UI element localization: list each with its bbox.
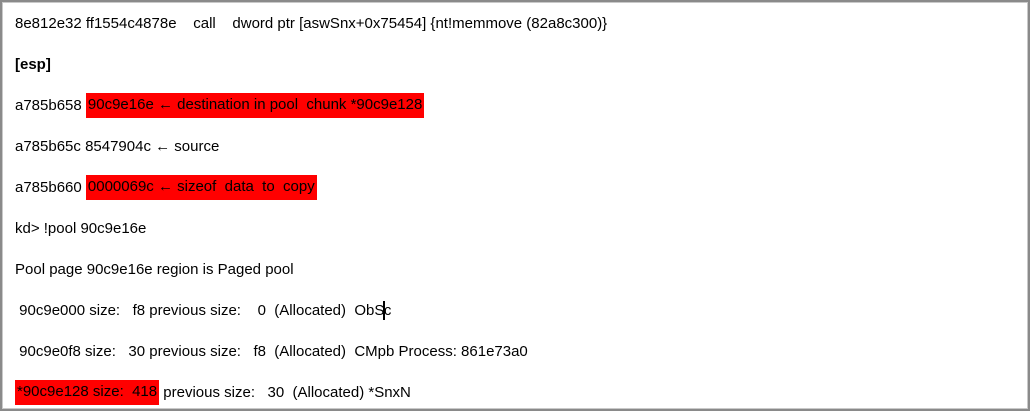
text-cursor (383, 301, 385, 320)
disasm-call-line: 8e812e32 ff1554c4878e call dword ptr [as… (15, 3, 1022, 44)
red-highlighted-text: 0000069c ← sizeof data to copy (85, 175, 317, 200)
red-highlighted-text: 90c9e16e ← destination in pool chunk *90… (85, 93, 425, 118)
output-text: Pool page 90c9e16e region is Paged pool (15, 260, 294, 278)
output-text: a785b65c 8547904c ← source (15, 137, 220, 155)
output-text: 90c9e0f8 size: 30 previous size: f8 (All… (15, 342, 528, 360)
output-text: 90c9e000 size: f8 previous size: 0 (Allo… (15, 301, 385, 319)
pool-chunk-snxn-line: *90c9e128 size: 418 previous size: 30 (A… (15, 372, 1022, 409)
output-text: kd> !pool 90c9e16e (15, 219, 147, 237)
pool-page-region-line: Pool page 90c9e16e region is Paged pool (15, 249, 1022, 290)
output-text: [esp] (15, 55, 51, 73)
red-highlighted-text: *90c9e128 size: 418 (15, 380, 160, 405)
stack-arg-size-line: a785b660 0000069c ← sizeof data to copy (15, 167, 1022, 208)
output-text: a785b660 (15, 178, 86, 196)
pool-chunk-obsc-line: 90c9e000 size: f8 previous size: 0 (Allo… (15, 290, 1022, 331)
output-text: previous size: 30 (Allocated) *SnxN (159, 383, 411, 401)
output-text: 8e812e32 ff1554c4878e call dword ptr [as… (15, 14, 608, 32)
output-text: c (383, 301, 392, 319)
esp-label-line: [esp] (15, 44, 1022, 85)
debugger-output-lines: 8e812e32 ff1554c4878e call dword ptr [as… (15, 3, 1022, 409)
output-text: a785b658 (15, 96, 86, 114)
stack-arg-source-line: a785b65c 8547904c ← source (15, 126, 1022, 167)
pool-chunk-cmpb-line: 90c9e0f8 size: 30 previous size: f8 (All… (15, 331, 1022, 372)
kd-pool-command-line: kd> !pool 90c9e16e (15, 208, 1022, 249)
stack-arg-destination-line: a785b658 90c9e16e ← destination in pool … (15, 85, 1022, 126)
